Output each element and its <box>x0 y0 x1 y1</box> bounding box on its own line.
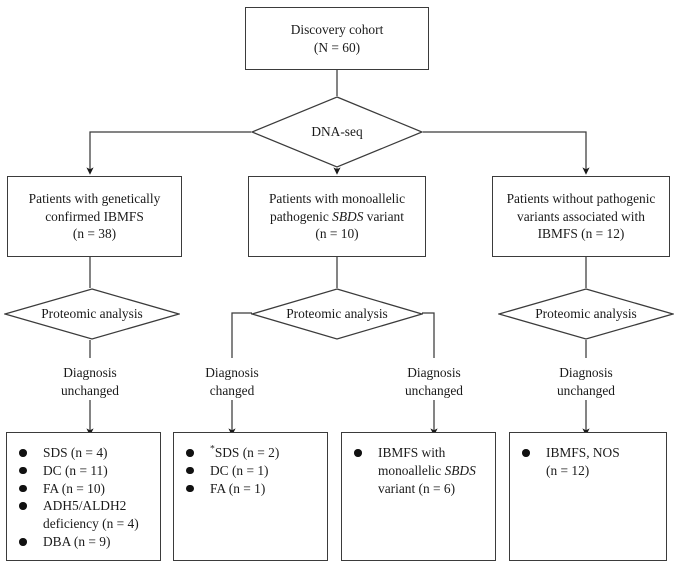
bullet-icon <box>186 466 194 475</box>
caption-right-line1: Diagnosis <box>559 365 613 380</box>
proteomic-mid-label: Proteomic analysis <box>286 305 388 321</box>
list-item: FA (n = 10) <box>17 480 154 498</box>
caption-left-diagnosis: Diagnosis unchanged <box>20 364 160 399</box>
result-text: SDS (n = 4) <box>43 445 108 460</box>
caption-right-line2: unchanged <box>556 382 615 398</box>
node-group-no-variant: Patients without pathogenic variants ass… <box>492 176 670 257</box>
gene-name-sbds: SBDS <box>332 208 364 224</box>
caption-left-line2: unchanged <box>60 382 119 398</box>
result-text-cont: (n = 12) <box>546 462 590 478</box>
caption-left-line1: Diagnosis <box>63 365 117 380</box>
caption-right-diagnosis: Diagnosis unchanged <box>516 364 656 399</box>
group-no-variant-line2: variants associated with <box>517 208 645 224</box>
result-box-confirmed: SDS (n = 4) DC (n = 11) FA (n = 10) ADH5… <box>6 432 161 561</box>
bullet-icon <box>19 484 27 493</box>
bullet-icon <box>19 466 27 475</box>
monoallelic-l2a: pathogenic <box>270 208 333 224</box>
list-item: FA (n = 1) <box>184 480 321 498</box>
result-text: DC (n = 11) <box>43 462 108 478</box>
result-text: *SDS (n = 2) <box>210 444 321 462</box>
result-text: FA (n = 10) <box>43 480 105 496</box>
discovery-cohort-line1: Discovery cohort <box>290 22 384 38</box>
result-text-cont: deficiency (n = 4) <box>43 516 139 532</box>
list-item: DBA (n = 9) <box>17 533 154 551</box>
result-box-changed: *SDS (n = 2) DC (n = 1) FA (n = 1) <box>173 432 328 561</box>
group-confirmed-line2: confirmed IBMFS <box>45 208 144 224</box>
list-item: DC (n = 11) <box>17 462 154 480</box>
caption-mid-unchanged: Diagnosis unchanged <box>364 364 504 399</box>
group-monoallelic-line2: pathogenic SBDS variant <box>270 208 404 225</box>
group-no-variant-line3: IBMFS (n = 12) <box>537 226 625 242</box>
list-item: *SDS (n = 2) <box>184 444 321 462</box>
caption-mid-changed-line1: Diagnosis <box>205 365 259 380</box>
node-group-confirmed: Patients with genetically confirmed IBMF… <box>7 176 182 257</box>
gene-name-sbds: SBDS <box>444 462 476 478</box>
diamond-shape <box>4 288 180 340</box>
result-text: ADH5/ALDH2 <box>43 498 127 514</box>
result-text: DC (n = 1) <box>210 462 269 478</box>
bullet-icon <box>522 449 530 457</box>
group-no-variant-line1: Patients without pathogenic <box>506 191 656 207</box>
result-text-cont-a: monoallelic <box>378 462 445 478</box>
footnote-marker: * <box>210 443 215 455</box>
node-proteomic-left: Proteomic analysis <box>4 288 180 340</box>
result-box-nos: IBMFS, NOS (n = 12) <box>509 432 667 561</box>
diamond-shape <box>251 96 423 168</box>
list-item: IBMFS, NOS (n = 12) <box>520 444 660 480</box>
list-item: ADH5/ALDH2 deficiency (n = 4) <box>17 497 154 533</box>
bullet-icon <box>354 449 362 457</box>
dna-seq-label: DNA-seq <box>311 123 363 139</box>
group-confirmed-line3: (n = 38) <box>72 226 117 242</box>
result-text-cont2: variant (n = 6) <box>378 480 456 496</box>
result-text: FA (n = 1) <box>210 480 266 496</box>
node-group-monoallelic: Patients with monoallelic pathogenic SBD… <box>248 176 426 257</box>
proteomic-right-label: Proteomic analysis <box>535 305 637 321</box>
caption-mid-changed-line2: changed <box>209 382 255 398</box>
bullet-icon <box>19 502 27 510</box>
bullet-icon <box>19 449 27 457</box>
proteomic-left-label: Proteomic analysis <box>41 305 143 321</box>
list-item: IBMFS with monoallelic SBDS variant (n =… <box>352 444 489 497</box>
caption-mid-changed: Diagnosis changed <box>162 364 302 399</box>
diamond-shape <box>251 288 423 340</box>
list-item: DC (n = 1) <box>184 462 321 480</box>
monoallelic-l2b: variant <box>363 208 404 224</box>
result-box-monoallelic: IBMFS with monoallelic SBDS variant (n =… <box>341 432 496 561</box>
result-text: IBMFS with <box>378 445 446 460</box>
result-text: IBMFS, NOS <box>546 445 620 460</box>
bullet-icon <box>186 484 194 493</box>
node-proteomic-right: Proteomic analysis <box>498 288 674 340</box>
group-monoallelic-line1: Patients with monoallelic <box>268 191 406 207</box>
result-text-cont: monoallelic SBDS <box>378 462 489 480</box>
caption-mid-unchanged-line1: Diagnosis <box>407 365 461 380</box>
node-proteomic-mid: Proteomic analysis <box>251 288 423 340</box>
diamond-shape <box>498 288 674 340</box>
discovery-cohort-line2: (N = 60) <box>313 39 361 55</box>
node-dna-seq: DNA-seq <box>251 96 423 168</box>
result-text-main: SDS (n = 2) <box>214 445 280 460</box>
result-text: DBA (n = 9) <box>43 534 111 550</box>
group-monoallelic-line3: (n = 10) <box>315 226 359 242</box>
group-confirmed-line1: Patients with genetically <box>28 191 161 207</box>
bullet-icon <box>186 449 194 457</box>
node-discovery-cohort: Discovery cohort (N = 60) <box>245 7 429 70</box>
list-item: SDS (n = 4) <box>17 444 154 462</box>
caption-mid-unchanged-line2: unchanged <box>404 382 463 398</box>
bullet-icon <box>19 538 27 546</box>
